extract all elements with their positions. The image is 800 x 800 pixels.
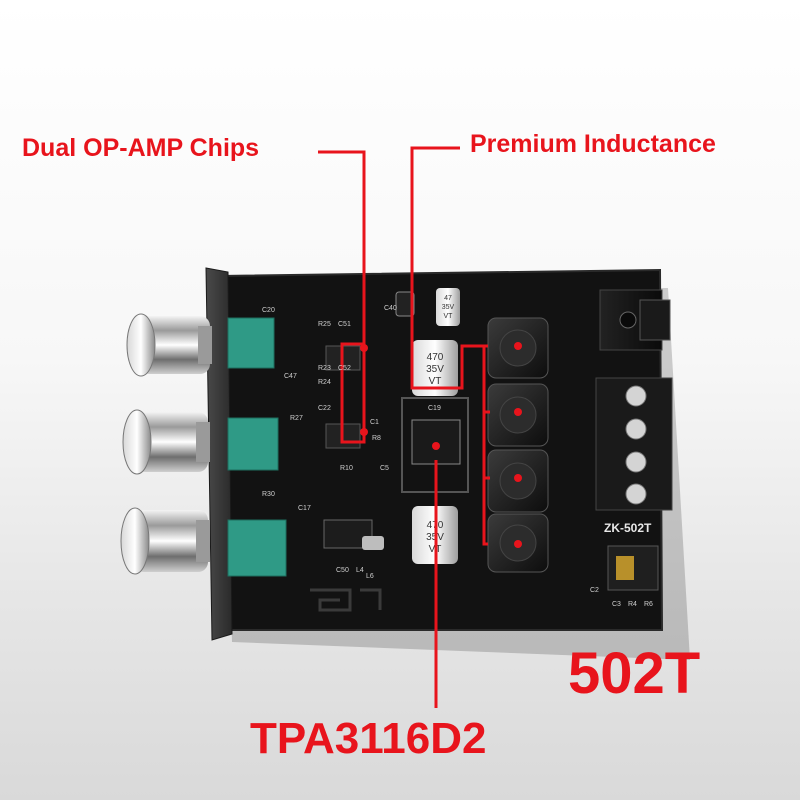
ref-text: R25 bbox=[318, 321, 331, 328]
ref-text: C5 bbox=[380, 465, 389, 472]
annotation-dots bbox=[360, 342, 522, 548]
capacitor-text: 35V bbox=[442, 304, 455, 311]
capacitor-text: VT bbox=[444, 313, 454, 320]
ref-text: C47 bbox=[284, 373, 297, 380]
capacitor-text: 470 bbox=[427, 352, 444, 363]
potentiometer bbox=[227, 417, 279, 471]
dc-power-jack bbox=[599, 289, 671, 351]
potentiometer bbox=[227, 519, 287, 577]
silkscreen-refs: C20 R25 C51 C40 R23 C52 R24 C22 C47 R27 … bbox=[262, 305, 653, 608]
audio-jack bbox=[607, 545, 659, 591]
antenna-trace bbox=[310, 588, 382, 612]
ref-text: L4 bbox=[356, 567, 364, 574]
annotation-lines bbox=[318, 146, 490, 708]
ref-text: C1 bbox=[370, 419, 379, 426]
board-silkscreen-model: ZK-502T bbox=[604, 521, 652, 535]
ref-text: R8 bbox=[372, 435, 381, 442]
capacitor-text: 47 bbox=[444, 295, 452, 302]
ref-text: C20 bbox=[262, 307, 275, 314]
crystal bbox=[362, 536, 384, 550]
bass-knob bbox=[120, 507, 210, 575]
front-panel bbox=[205, 267, 233, 641]
ref-text: R30 bbox=[262, 491, 275, 498]
ref-text: C50 bbox=[336, 567, 349, 574]
opamp-label: Dual OP-AMP Chips bbox=[22, 134, 260, 162]
ref-text: C2 bbox=[590, 587, 599, 594]
ref-text: C51 bbox=[338, 321, 351, 328]
ref-text: R24 bbox=[318, 379, 331, 386]
ref-text: L6 bbox=[366, 573, 374, 580]
capacitor-text: VT bbox=[429, 376, 442, 387]
ref-text: C22 bbox=[318, 405, 331, 412]
ref-text: C19 bbox=[428, 405, 441, 412]
ref-text: C17 bbox=[298, 505, 311, 512]
ref-text: C52 bbox=[338, 365, 351, 372]
ref-text: R4 bbox=[628, 601, 637, 608]
inductance-label: Premium Inductance bbox=[470, 130, 716, 158]
capacitor-tiny bbox=[395, 291, 415, 317]
potentiometer bbox=[227, 317, 275, 369]
capacitor-text: 35V bbox=[426, 364, 444, 375]
screw-terminal bbox=[595, 377, 673, 511]
ref-text: R10 bbox=[340, 465, 353, 472]
ref-text: C40 bbox=[384, 305, 397, 312]
model-label: 502T bbox=[568, 641, 701, 706]
capacitor-small: 47 35V VT bbox=[436, 288, 460, 326]
ref-text: C3 bbox=[612, 601, 621, 608]
ref-text: R27 bbox=[290, 415, 303, 422]
opamp-highlight bbox=[340, 342, 366, 444]
chip-label: TPA3116D2 bbox=[250, 714, 487, 763]
ref-text: R23 bbox=[318, 365, 331, 372]
treble-knob bbox=[122, 409, 210, 475]
capacitor-large: 470 35V VT bbox=[412, 340, 458, 396]
ref-text: R6 bbox=[644, 601, 653, 608]
volume-knob bbox=[126, 313, 212, 377]
